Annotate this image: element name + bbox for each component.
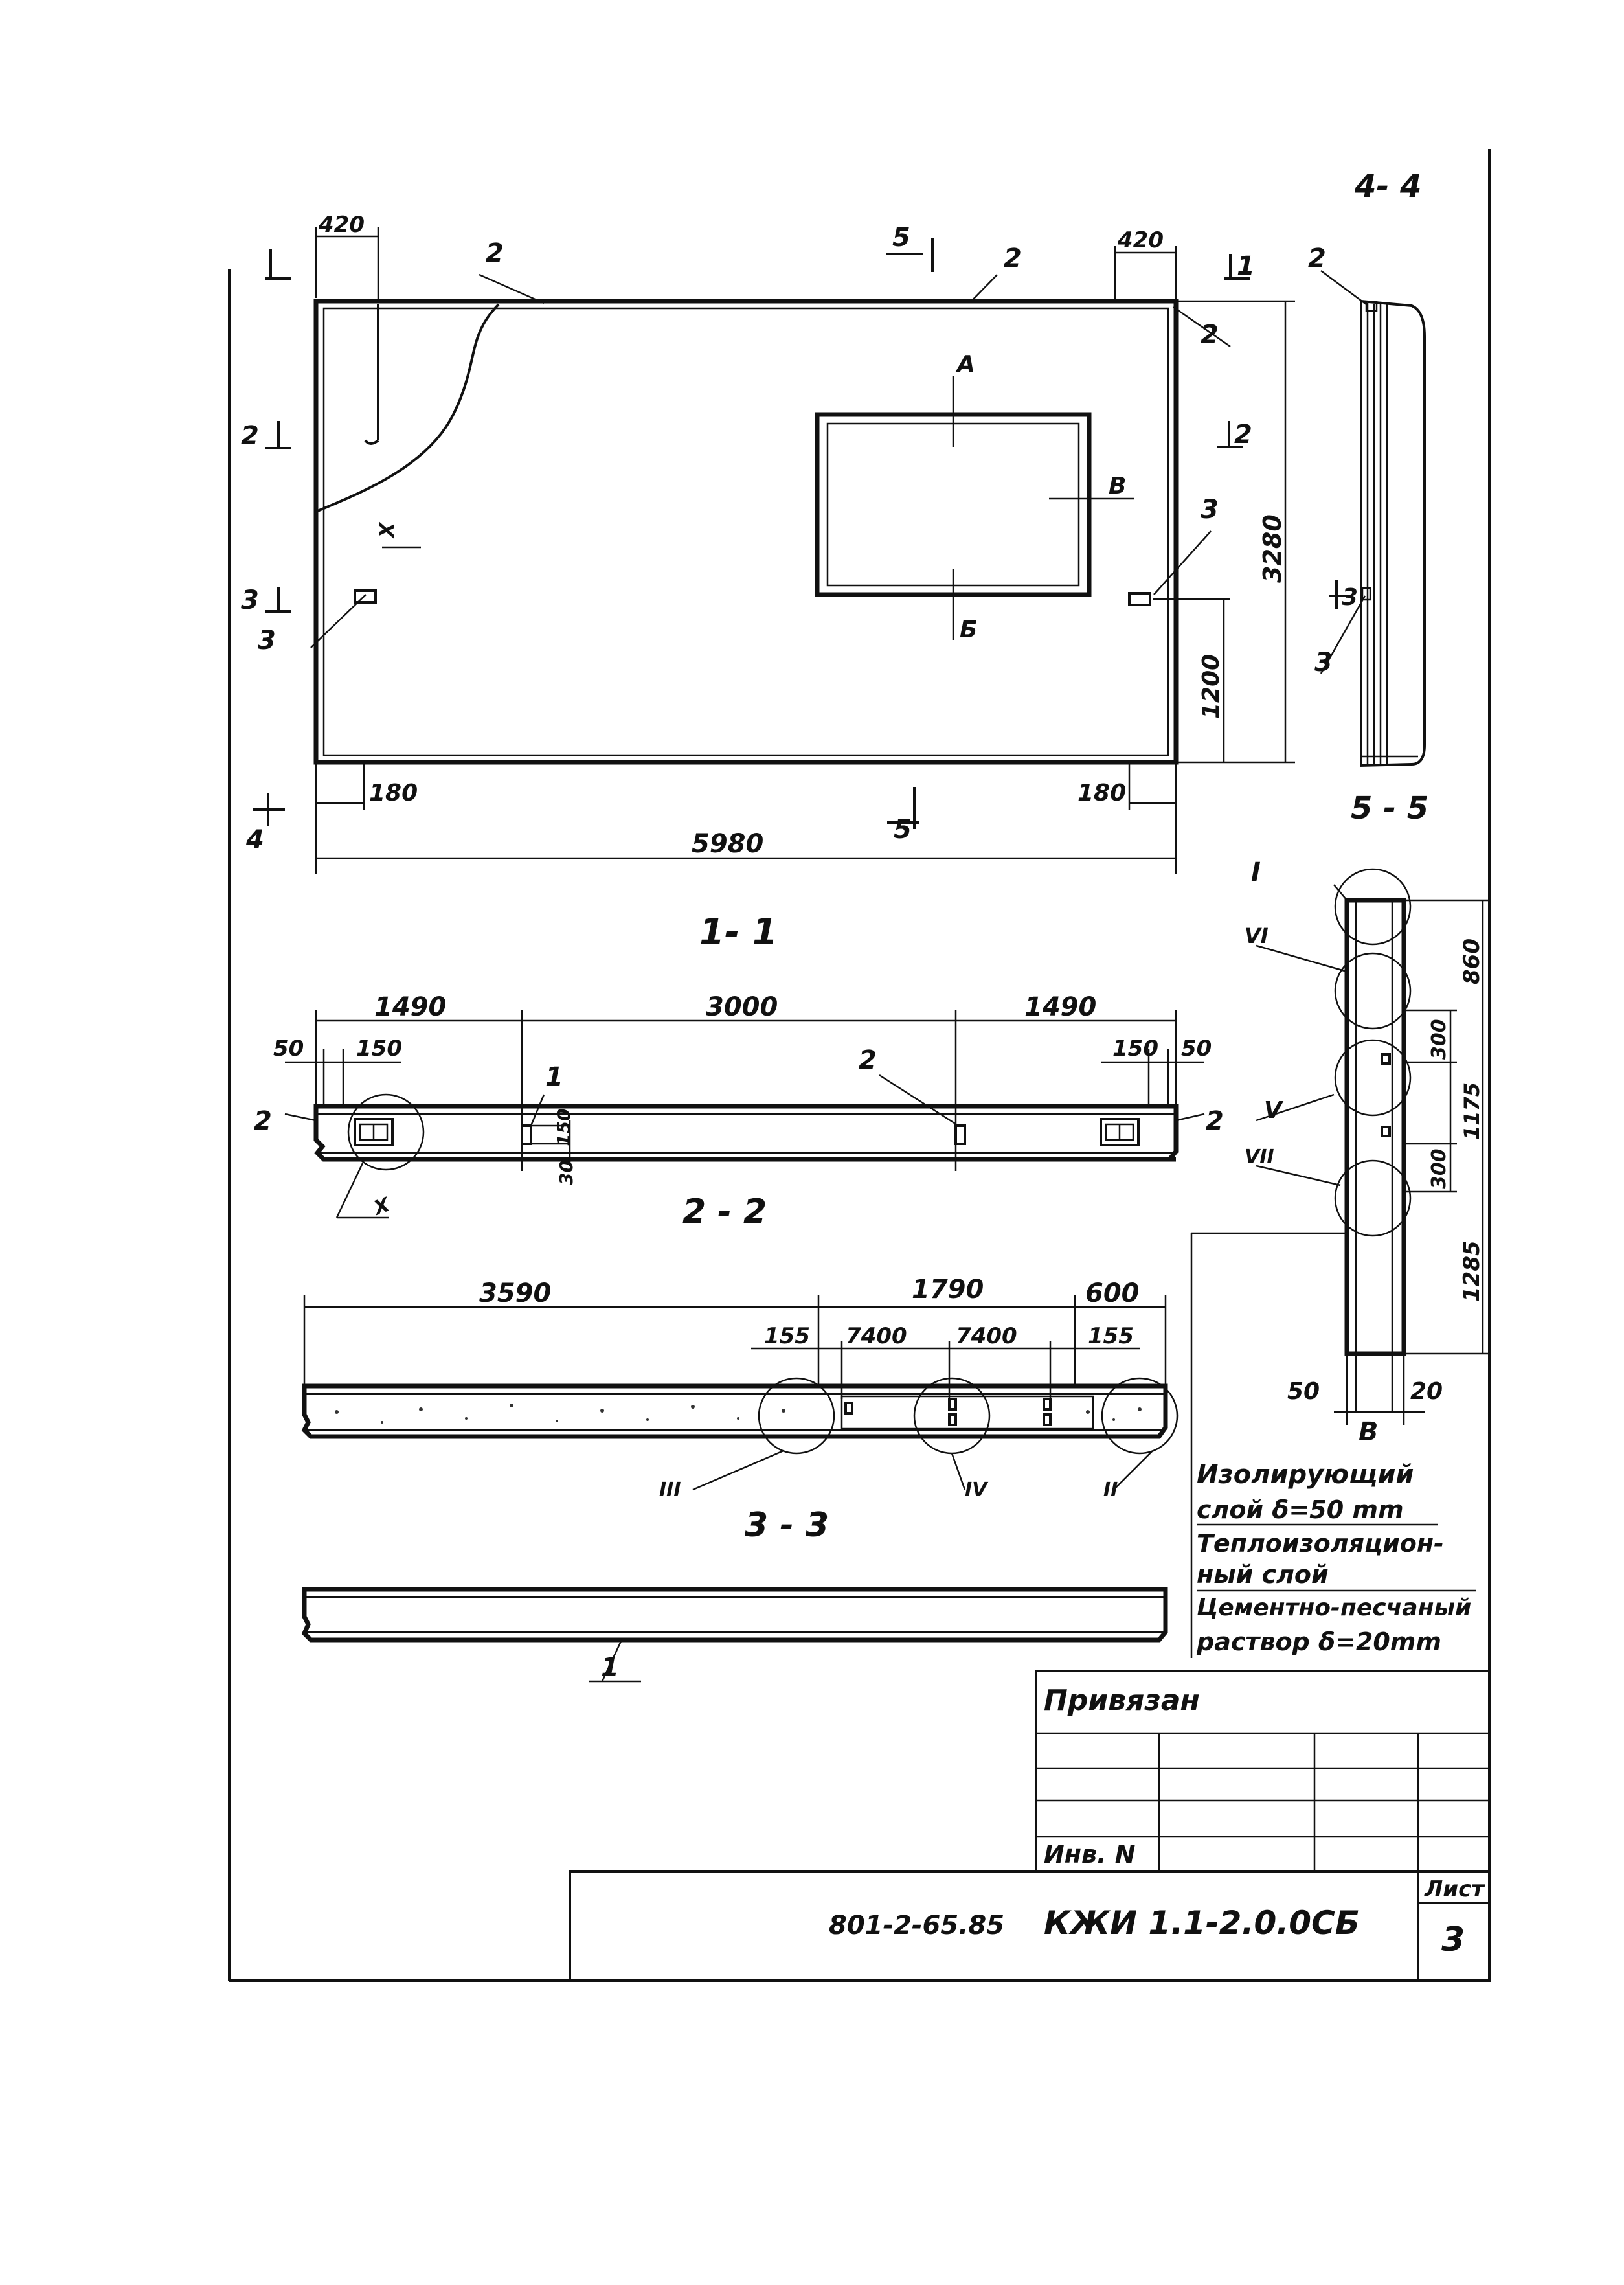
dim-420-right: 420 <box>1117 227 1164 253</box>
side-label-3: 3 <box>1314 648 1333 677</box>
title-privyazan: Привязан <box>1044 1684 1200 1717</box>
label-3-right: 3 <box>1201 495 1219 525</box>
dim-420-left: 420 <box>318 212 365 238</box>
legend-line-6: раствор δ=20mm <box>1196 1628 1441 1656</box>
sec55-node-v: V <box>1264 1097 1284 1124</box>
sec55-dim-20: 20 <box>1410 1378 1443 1405</box>
sec55-dim-50: 50 <box>1287 1378 1320 1405</box>
cut-4: 4 <box>245 825 264 855</box>
sec55-node-vi: VI <box>1245 924 1269 948</box>
view-title-4-4: 4- 4 <box>1354 168 1421 205</box>
sec22-dim-7400-b: 7400 <box>956 1323 1017 1349</box>
section-5-5: I VI V VII 860 300 1175 300 1285 50 20 В <box>1245 858 1489 1447</box>
embedded-plate-sec11-right <box>1100 1118 1140 1146</box>
side-label-2: 2 <box>1308 244 1326 273</box>
sec55-dim-860: 860 <box>1459 938 1485 984</box>
insulation-fill <box>335 1404 1142 1424</box>
sec22-dim-155-right: 155 <box>1088 1323 1134 1349</box>
sec55-dim-b: В <box>1359 1417 1379 1447</box>
title-block: Привязан Инв. N 801-2-65.85 КЖИ 1.1-2.0.… <box>569 1670 1491 1982</box>
sec11-label-2-left: 2 <box>254 1106 272 1136</box>
sec22-dim-155-left: 155 <box>764 1323 810 1349</box>
cut-3-left: 3 <box>241 585 259 615</box>
dim-180-right: 180 <box>1077 780 1126 806</box>
label-2-right: 2 <box>1201 320 1219 350</box>
sec22-node-ii: II <box>1103 1479 1118 1501</box>
embedded-plate-sec11-left <box>354 1118 394 1146</box>
dim-1200: 1200 <box>1198 654 1224 719</box>
sec11-dim-150-v: 150 <box>553 1109 574 1146</box>
view-title-3-3: 3 - 3 <box>745 1506 829 1545</box>
plan-labels: 420 420 180 180 5980 3280 1200 А Б В 1 2… <box>241 168 1421 859</box>
sec11-node-x: X <box>370 1193 394 1220</box>
embedded-plate-left <box>354 589 377 604</box>
legend-line-2: слой δ=50 mm <box>1197 1495 1404 1524</box>
cut-2-left: 2 <box>241 421 259 451</box>
panel-plan-view <box>253 227 1295 874</box>
sec11-dim-50-left: 50 <box>273 1036 304 1062</box>
sec11-dim-1490-right: 1490 <box>1024 992 1096 1022</box>
dim-3280: 3280 <box>1258 514 1287 583</box>
sec11-label-1: 1 <box>545 1062 563 1092</box>
label-3-left: 3 <box>258 626 276 655</box>
label-2-top-mid: 2 <box>1004 244 1022 273</box>
legend-line-5: Цементно-песчаный <box>1197 1595 1471 1621</box>
sec55-node-i: I <box>1251 858 1261 887</box>
node-x-plan: X <box>376 521 399 539</box>
legend-line-4: ный слой <box>1197 1560 1329 1589</box>
sec55-dim-1175: 1175 <box>1460 1082 1484 1140</box>
sec33-label-1: 1 <box>601 1653 619 1683</box>
materials-legend: Изолирующий слой δ=50 mm Теплоизоляцион-… <box>1190 1232 1476 1658</box>
side-cut-3: 3 <box>1342 584 1358 611</box>
section-3-3: 3 - 3 1 <box>301 1506 1168 1683</box>
dim-180-left: 180 <box>369 780 418 806</box>
legend-line-1: Изолирующий <box>1197 1460 1414 1490</box>
cut-5-top: 5 <box>892 223 910 253</box>
view-title-5-5: 5 - 5 <box>1351 790 1428 826</box>
sec22-node-iii: III <box>659 1479 681 1501</box>
sec22-dim-1790: 1790 <box>912 1275 984 1304</box>
sec11-dim-1490-left: 1490 <box>374 992 446 1022</box>
sec55-dim-300-bottom: 300 <box>1428 1148 1450 1189</box>
sec11-dim-150-right: 150 <box>1112 1036 1158 1062</box>
opening-label-a: А <box>955 351 975 378</box>
sec11-label-2-right: 2 <box>1206 1106 1224 1136</box>
view-title-1-1: 1- 1 <box>699 911 778 953</box>
section-1-1: 1- 1 1490 3000 1490 <box>254 911 1224 1220</box>
sec55-node-vii: VII <box>1245 1146 1274 1168</box>
sec22-dim-600: 600 <box>1085 1279 1140 1308</box>
title-code: 801-2-65.85 <box>829 1911 1004 1940</box>
opening-label-v: В <box>1109 473 1126 499</box>
sec55-dim-300-top: 300 <box>1428 1019 1450 1060</box>
section-2-2: 2 - 2 3590 1790 60 <box>301 1192 1179 1501</box>
dim-5980: 5980 <box>692 829 763 859</box>
sec11-dim-3000: 3000 <box>706 992 778 1022</box>
cut-2-right: 2 <box>1234 420 1252 449</box>
sec11-label-2-mid: 2 <box>859 1045 877 1075</box>
cut-1: 1 <box>1237 251 1255 281</box>
view-title-2-2: 2 - 2 <box>682 1192 767 1231</box>
panel-side-view: 2 3 3 5 - 5 <box>1308 244 1428 826</box>
sec55-dim-1285: 1285 <box>1459 1240 1485 1302</box>
sec11-dim-50-right: 50 <box>1181 1036 1212 1062</box>
title-list-num: 3 <box>1441 1920 1465 1959</box>
opening-label-b: Б <box>960 617 977 643</box>
legend-line-3: Теплоизоляцион- <box>1197 1529 1444 1558</box>
label-2-top-left: 2 <box>486 238 504 268</box>
embedded-plate-right <box>1128 592 1151 606</box>
sec22-node-iv: IV <box>965 1479 989 1501</box>
sec11-dim-30-v: 30 <box>556 1160 577 1185</box>
sec22-dim-7400-a: 7400 <box>846 1323 907 1349</box>
cut-5-bottom: 5 <box>894 815 912 845</box>
title-list-label: Лист <box>1424 1876 1485 1902</box>
sec11-dim-150-left: 150 <box>356 1036 402 1062</box>
title-inv: Инв. N <box>1044 1840 1136 1869</box>
title-doc: КЖИ 1.1-2.0.0СБ <box>1044 1904 1360 1942</box>
sec22-dim-3590: 3590 <box>479 1279 551 1308</box>
